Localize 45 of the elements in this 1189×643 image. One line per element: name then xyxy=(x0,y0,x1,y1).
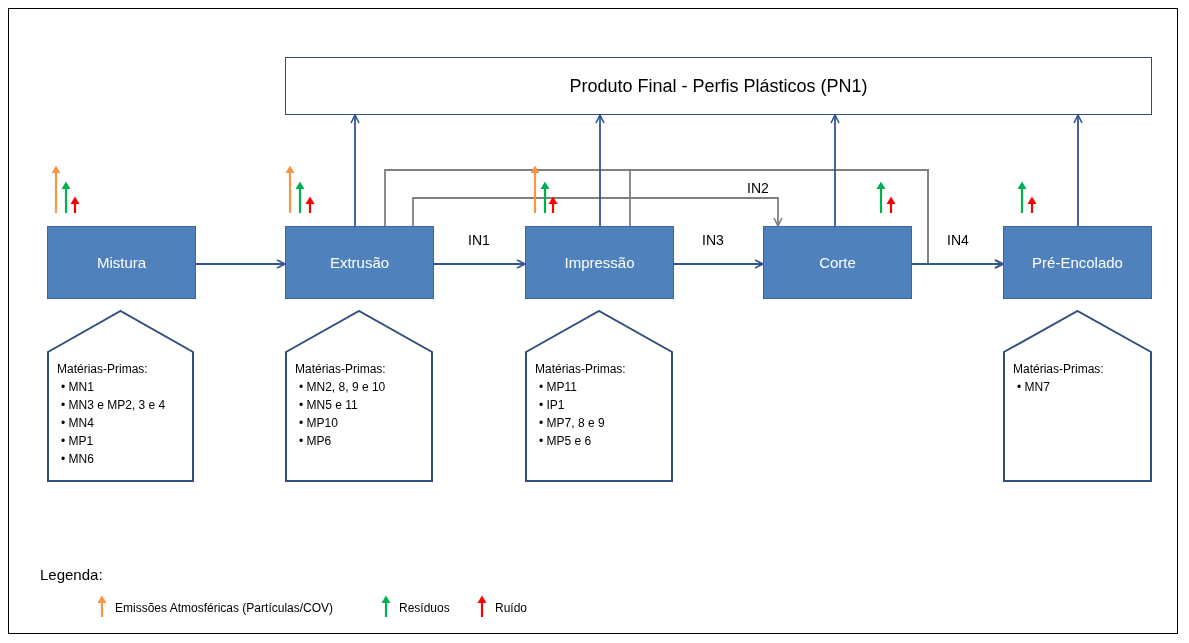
arrow xyxy=(433,259,526,269)
edge-label: IN3 xyxy=(700,232,726,248)
list-item: • MP1 xyxy=(61,433,95,450)
arrow xyxy=(195,259,286,269)
edge-label: IN1 xyxy=(466,232,492,248)
list-item: • MP7, 8 e 9 xyxy=(539,415,605,432)
list-item: • MP6 xyxy=(299,433,333,450)
process-box: Pré-Encolado xyxy=(1003,226,1152,299)
arrow xyxy=(1073,114,1083,227)
legend-text: Resíduos xyxy=(399,601,450,615)
process-box: Corte xyxy=(763,226,912,299)
raw-materials-house xyxy=(285,310,433,482)
arrow xyxy=(830,114,840,227)
raw-materials-house xyxy=(47,310,194,482)
edge-label: IN2 xyxy=(745,180,771,196)
list-item: • MN2, 8, 9 e 10 xyxy=(299,379,386,396)
list-item: • MN5 e 11 xyxy=(299,397,359,414)
arrow xyxy=(673,259,764,269)
arrow xyxy=(350,114,360,227)
edge-label: IN4 xyxy=(945,232,971,248)
process-box: Mistura xyxy=(47,226,196,299)
list-item: • MN1 xyxy=(61,379,95,396)
list-heading: Matérias-Primas: xyxy=(1013,362,1104,376)
list-item: • IP1 xyxy=(539,397,566,414)
arrow xyxy=(412,197,783,227)
process-box: Impressão xyxy=(525,226,674,299)
list-heading: Matérias-Primas: xyxy=(295,362,386,376)
list-item: • MN3 e MP2, 3 e 4 xyxy=(61,397,166,414)
list-item: • MN4 xyxy=(61,415,95,432)
list-item: • MP11 xyxy=(539,379,578,396)
arrow xyxy=(911,259,1004,269)
list-item: • MN6 xyxy=(61,451,95,468)
list-heading: Matérias-Primas: xyxy=(57,362,148,376)
raw-materials-house xyxy=(525,310,673,482)
output-box: Produto Final - Perfis Plásticos (PN1) xyxy=(285,57,1152,115)
list-item: • MP10 xyxy=(299,415,339,432)
list-item: • MN7 xyxy=(1017,379,1050,396)
legend-text: Emissões Atmosféricas (Partículas/COV) xyxy=(115,601,334,615)
process-box: Extrusão xyxy=(285,226,434,299)
list-item: • MP5 e 6 xyxy=(539,433,593,450)
list-heading: Matérias-Primas: xyxy=(535,362,626,376)
raw-materials-house xyxy=(1003,310,1152,482)
legend-title: Legenda: xyxy=(40,566,103,583)
legend-text: Ruído xyxy=(495,601,528,615)
arrow xyxy=(595,114,605,227)
